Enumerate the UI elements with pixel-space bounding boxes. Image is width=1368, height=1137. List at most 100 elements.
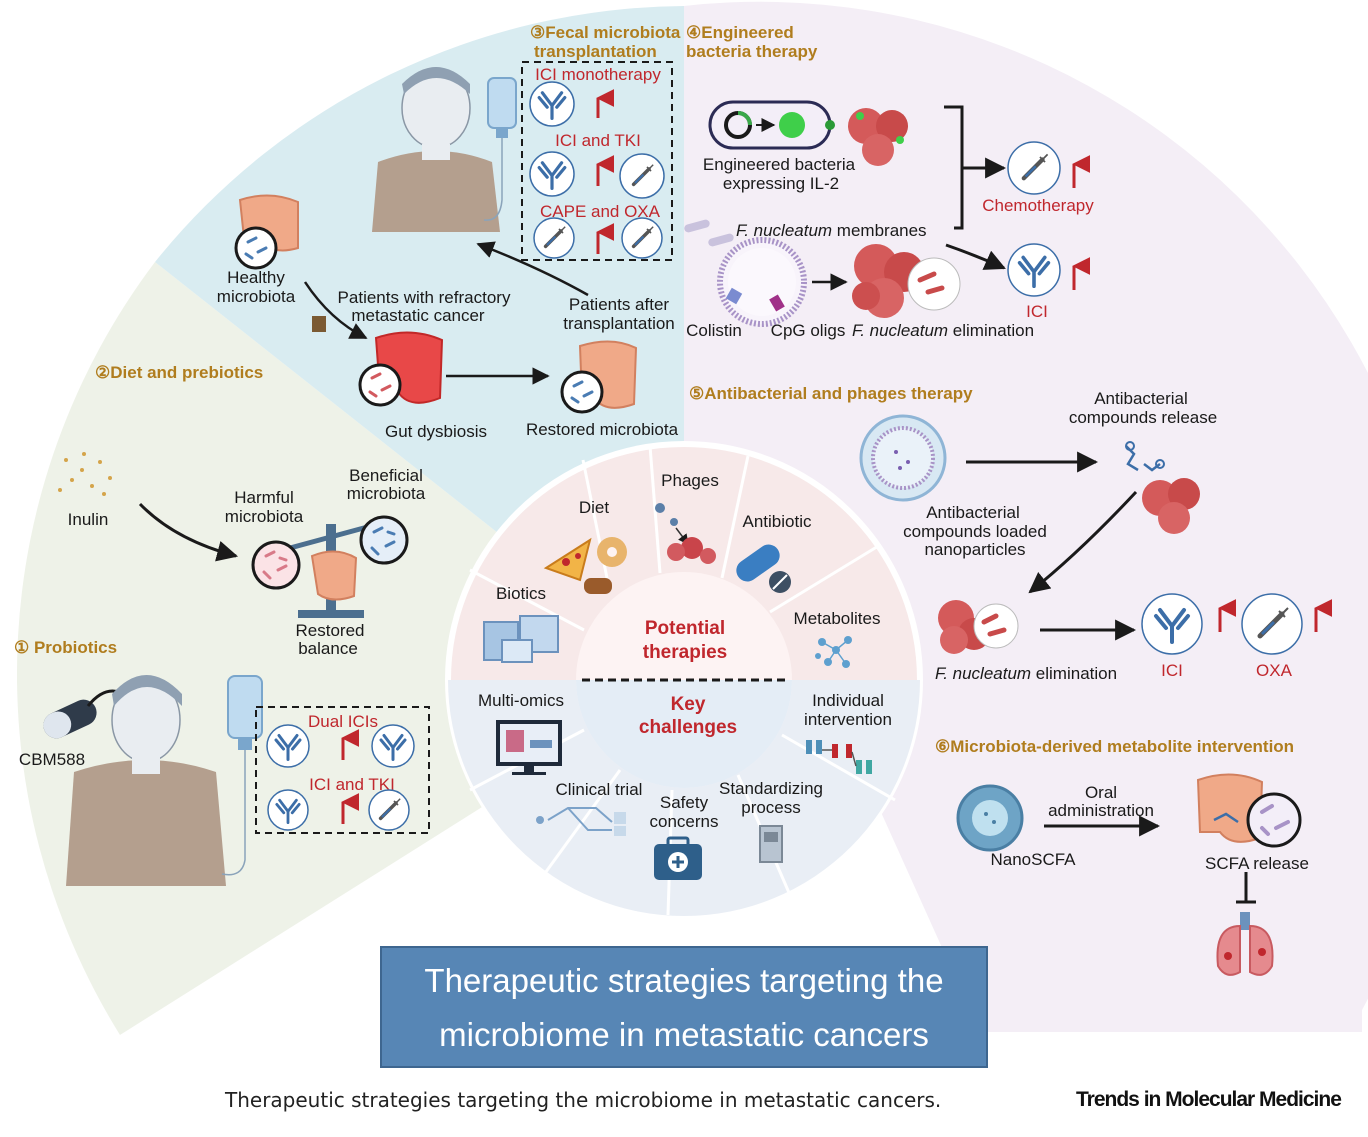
release-label-2: compounds release [1069, 408, 1217, 427]
beneficial-label-2: microbiota [347, 484, 426, 503]
seg-biotics: Biotics [496, 584, 546, 603]
np-label-2: compounds loaded [903, 522, 1047, 541]
fn-bacteria-icon [684, 219, 734, 247]
dysbiosis-gut-icon [358, 331, 444, 407]
tumor-cells-icon-3 [938, 600, 1019, 654]
safety-medkit-icon [654, 836, 702, 880]
inulin-label: Inulin [68, 510, 109, 529]
scfa-gut-icon [1196, 773, 1302, 848]
antibacterial-elim-label: F. nucleatum elimination [935, 664, 1117, 683]
title-line-2: microbiome in metastatic cancers [439, 1016, 929, 1053]
restored-label: Restored microbiota [526, 420, 679, 439]
fmt-heading-1: ③Fecal microbiota [530, 23, 681, 42]
after-label-1: Patients after [569, 295, 670, 314]
seg-multiomics: Multi-omics [478, 691, 564, 710]
np-label-3: nanoparticles [924, 540, 1025, 559]
antibacterial-ici-label: ICI [1161, 661, 1183, 680]
biotics-yogurt-icon [483, 615, 559, 663]
healthy-gut-icon [234, 194, 299, 270]
np-label-1: Antibacterial [926, 503, 1020, 522]
probiotics-dual-icis: Dual ICIs [308, 712, 378, 731]
balance-scale-icon [251, 515, 409, 618]
engineered-label-2: expressing IL-2 [723, 174, 839, 193]
nanoparticle-icon [859, 414, 947, 502]
center-potential-1: Potential [645, 618, 725, 639]
restored-balance-label-1: Restored [296, 621, 365, 640]
dysbiosis-label: Gut dysbiosis [385, 422, 487, 441]
patients-label-1: Patients with refractory [338, 288, 511, 307]
standardizing-machine-icon [759, 825, 783, 863]
fmt-therapy-box [521, 61, 673, 261]
healthy-label-2: microbiota [217, 287, 296, 306]
stool-cup-icon [312, 316, 326, 332]
oral-label-2: administration [1048, 801, 1154, 820]
oral-label-1: Oral [1085, 783, 1117, 802]
engineered-label-1: Engineered bacteria [703, 155, 856, 174]
healthy-to-dysbiosis-arrow [303, 281, 368, 340]
seg-diet: Diet [579, 498, 610, 517]
seg-metabolites: Metabolites [794, 609, 881, 628]
after-to-patient-arrow [476, 241, 589, 297]
nanoscfa-label: NanoSCFA [990, 850, 1076, 869]
metabolites-molecule-icon [815, 636, 852, 668]
nanoscfa-icon [956, 784, 1024, 852]
probiotics-ici-tki: ICI and TKI [309, 775, 395, 794]
harmful-label-1: Harmful [234, 488, 294, 507]
multiomics-monitor-icon [496, 720, 562, 775]
inulin-arrow [138, 502, 239, 562]
tumor-cells-icon-2 [852, 244, 961, 318]
fmt-heading-2: transplantation [534, 42, 657, 61]
beneficial-label-1: Beneficial [349, 466, 423, 485]
engineered-heading-2: bacteria therapy [686, 42, 818, 61]
title-box: Therapeutic strategies targeting the mic… [380, 946, 988, 1068]
clinical-trial-flow-icon [536, 807, 626, 836]
engineered-bacterium-icon [708, 100, 835, 150]
figure-caption: Therapeutic strategies targeting the mic… [225, 1088, 942, 1112]
released-compound-tumor-icon [1125, 441, 1200, 534]
center-potential-2: therapies [643, 642, 727, 663]
fmt-ici-mono: ICI monotherapy [535, 65, 661, 84]
engineered-heading-1: ④Engineered [686, 23, 794, 42]
seg-standard-1: Standardizing [719, 779, 823, 798]
antibacterial-heading: ⑤Antibacterial and phages therapy [689, 384, 973, 403]
cpg-label: CpG oligs [771, 321, 846, 340]
healthy-label-1: Healthy [227, 268, 285, 287]
seg-antibiotic: Antibiotic [743, 512, 812, 531]
fmt-cape-oxa: CAPE and OXA [540, 202, 661, 221]
scfa-label: SCFA release [1205, 854, 1309, 873]
title-line-1: Therapeutic strategies targeting the [424, 962, 944, 999]
engineered-ici-label: ICI [1026, 302, 1048, 321]
center-key-1: Key [671, 694, 706, 715]
engineered-elim-label: F. nucleatum elimination [852, 321, 1034, 340]
chemo-label: Chemotherapy [982, 196, 1094, 215]
fmt-patient-figure [372, 67, 500, 232]
harmful-label-2: microbiota [225, 507, 304, 526]
tumor-cells-icon-1 [848, 108, 908, 166]
seg-individual-2: intervention [804, 710, 892, 729]
membrane-vesicle-icon [717, 237, 807, 327]
cbm588-capsule-icon [43, 699, 97, 739]
seg-phages: Phages [661, 471, 719, 490]
metabolite-heading: ⑥Microbiota-derived metabolite intervent… [935, 737, 1294, 756]
restored-gut-icon [560, 340, 638, 414]
fmt-ici-tki: ICI and TKI [555, 131, 641, 150]
seg-safety-2: concerns [650, 812, 719, 831]
patients-label-2: metastatic cancer [351, 306, 485, 325]
antibacterial-oxa-label: OXA [1256, 661, 1293, 680]
probiotics-therapy-box [255, 706, 430, 834]
probiotics-heading: ① Probiotics [14, 638, 117, 657]
lungs-icon [1216, 912, 1274, 976]
scfa-inhibit-line [1236, 872, 1256, 904]
fmt-iv-bag [483, 77, 517, 221]
phage-icon [655, 503, 716, 564]
colistin-label: Colistin [686, 321, 742, 340]
probiotics-patient-figure [66, 675, 226, 886]
seg-clinical: Clinical trial [556, 780, 643, 799]
seg-individual-1: Individual [812, 691, 884, 710]
to-ici-arrow [945, 243, 1006, 270]
center-key-2: challenges [639, 717, 737, 738]
release-label-1: Antibacterial [1094, 389, 1188, 408]
restored-balance-label-2: balance [298, 639, 358, 658]
seg-safety-1: Safety [660, 793, 709, 812]
individual-people-icon [806, 740, 872, 774]
